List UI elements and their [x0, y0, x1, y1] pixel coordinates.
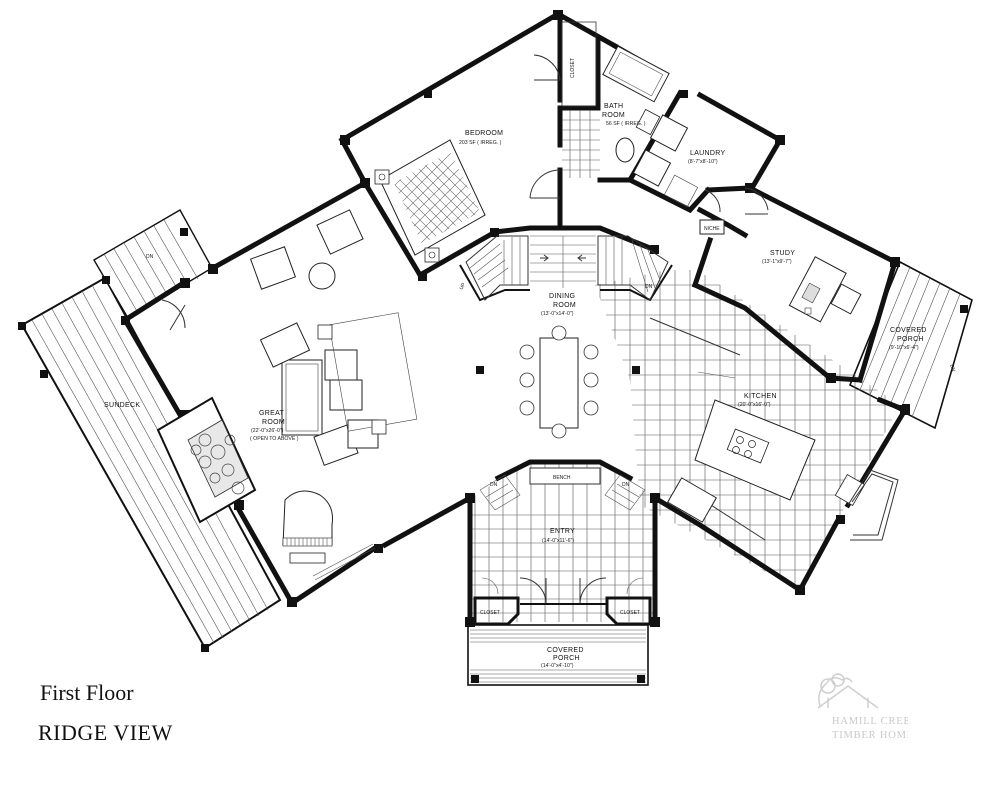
covered-porch-right: COVERED PORCH (9'-10"x6'-4") DN [848, 260, 973, 430]
dining-label1: DINING [549, 293, 575, 300]
bedroom-label: BEDROOM [465, 130, 503, 137]
laundry-label: LAUNDRY [690, 150, 725, 157]
stair-dn-label-kitchen: DN [645, 284, 653, 290]
bench-label: BENCH [553, 475, 571, 481]
porch-right-label1: COVERED [890, 327, 927, 334]
sundeck: SUNDECK DN [18, 209, 282, 652]
bedroom-dim: 203 SF ( IRREG. ) [459, 140, 502, 146]
great-room-label2: ROOM [262, 419, 285, 426]
dining-table [519, 325, 599, 439]
model-name-caption: RIDGE VIEW [38, 720, 173, 745]
niche-label: NICHE [704, 226, 720, 232]
porch-front-label2: PORCH [553, 655, 580, 662]
dining-label2: ROOM [553, 302, 576, 309]
bath-dim: 56 SF ( IRREG. ) [606, 121, 646, 127]
company-logo: HAMILL CREEK TIMBER HOMES [817, 673, 908, 741]
kitchen-dim: (20'-0"x16'-0") [738, 402, 771, 408]
entry-dn-right: DN [622, 482, 630, 488]
study-furniture: NICHE STUDY (13'-1"x9'-7") [699, 187, 862, 323]
great-room-labels: GREAT ROOM (22'-0"x26'-0") ( OPEN TO ABO… [161, 299, 376, 581]
sundeck-stair-dn: DN [146, 254, 154, 260]
great-room-label1: GREAT [259, 410, 285, 417]
entry-label: ENTRY [550, 528, 575, 535]
logo-line2: TIMBER HOMES [832, 730, 908, 741]
entry-dim: (14'-0"x11'-6") [542, 538, 574, 544]
covered-porch-front: COVERED PORCH (14'-0"x4'-10") [467, 624, 649, 686]
porch-front-dim: (14'-0"x4'-10") [541, 663, 574, 669]
porch-right-dn: DN [948, 364, 956, 373]
great-room-note: ( OPEN TO ABOVE ) [250, 436, 299, 442]
entry-details: BENCH DN DN CLOSET CLOSET [473, 467, 652, 626]
floor-caption: First Floor [40, 680, 134, 705]
closet-top-label: CLOSET [570, 58, 576, 78]
bath-label1: BATH [604, 103, 623, 110]
laundry-dim: (8'-7"x8'-10") [688, 159, 718, 165]
kitchen-furniture: KITCHEN (20'-0"x16'-0") [649, 317, 899, 541]
closet-left-label: CLOSET [480, 610, 500, 616]
porch-right-label2: PORCH [897, 336, 924, 343]
porch-front-label1: COVERED [547, 647, 584, 654]
study-dim: (13'-1"x9'-7") [762, 259, 792, 265]
sundeck-label: SUNDECK [104, 402, 140, 409]
dining-dim: (13'-0"x14'-0") [541, 311, 574, 317]
closet-right-label: CLOSET [620, 610, 640, 616]
bath-laundry: CLOSET BATH ROOM 56 SF ( IRREG. ) LAUNDR… [533, 21, 725, 213]
center-labels: DINING ROOM (13'-0"x14'-0") ENTRY (14'-0… [541, 293, 576, 544]
stair-up-label: UP [459, 281, 468, 291]
porch-right-dim: (9'-10"x6'-4") [889, 345, 919, 351]
great-room-furniture [156, 209, 418, 564]
stairs: UP DN [459, 235, 669, 301]
great-room-dim: (22'-0"x26'-0") [251, 428, 284, 434]
study-label: STUDY [770, 250, 795, 257]
logo-line1: HAMILL CREEK [832, 716, 908, 727]
kitchen-label: KITCHEN [744, 393, 777, 400]
bath-label2: ROOM [602, 112, 625, 119]
entry-dn-left: DN [490, 482, 498, 488]
